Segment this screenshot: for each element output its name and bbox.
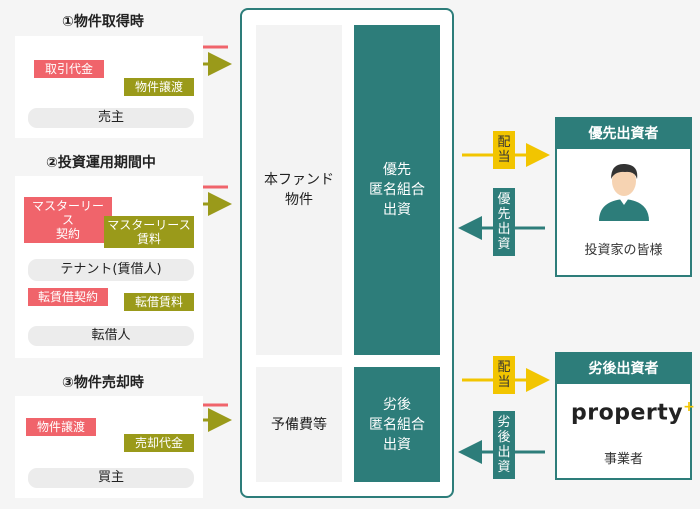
acquisition-payment-tag: 取引代金 [34, 60, 104, 78]
seller-label: 売主 [28, 108, 194, 128]
masterlease-contract-tag: マスターリース 契約 [24, 197, 112, 243]
sublease-contract-tag: 転賃借契約 [28, 288, 108, 306]
section-acquisition-heading: ①物件取得時 [62, 14, 144, 30]
sale-proceeds-tag: 売却代金 [124, 434, 194, 452]
sale-transfer-tag: 物件譲渡 [26, 418, 96, 436]
senior-investor-card: 優先出資者 投資家の皆様 [555, 117, 692, 277]
person-icon [599, 163, 649, 221]
fund-property-label: 本ファンド 物件 [256, 25, 342, 355]
section-operation-heading: ②投資運用期間中 [46, 155, 156, 171]
property-logo: property+ [571, 399, 696, 426]
senior-investor-caption: 投資家の皆様 [584, 243, 663, 258]
junior-dividend-label: 配当 [493, 356, 515, 394]
junior-equity-block: 劣後 匿名組合 出資 [354, 367, 440, 482]
reserve-label: 予備費等 [256, 367, 342, 482]
sublease-rent-tag: 転借賃料 [124, 293, 194, 311]
senior-equity-block: 優先 匿名組合 出資 [354, 25, 440, 355]
junior-investor-caption: 事業者 [603, 452, 643, 467]
senior-investor-title: 優先出資者 [557, 119, 690, 149]
senior-dividend-label: 配当 [493, 131, 515, 169]
junior-investor-card: 劣後出資者 property+ 事業者 [555, 352, 696, 480]
buyer-label: 買主 [28, 468, 194, 488]
junior-investor-title: 劣後出資者 [557, 354, 690, 384]
senior-investment-label: 優先出資 [493, 188, 515, 256]
subtenant-label: 転借人 [28, 326, 194, 346]
section-sale-heading: ③物件売却時 [62, 375, 144, 391]
tenant-label: テナント(賃借人) [28, 259, 194, 281]
acquisition-transfer-tag: 物件譲渡 [124, 78, 194, 96]
junior-investment-label: 劣後出資 [493, 411, 515, 479]
masterlease-rent-tag: マスターリース 賃料 [104, 216, 194, 248]
